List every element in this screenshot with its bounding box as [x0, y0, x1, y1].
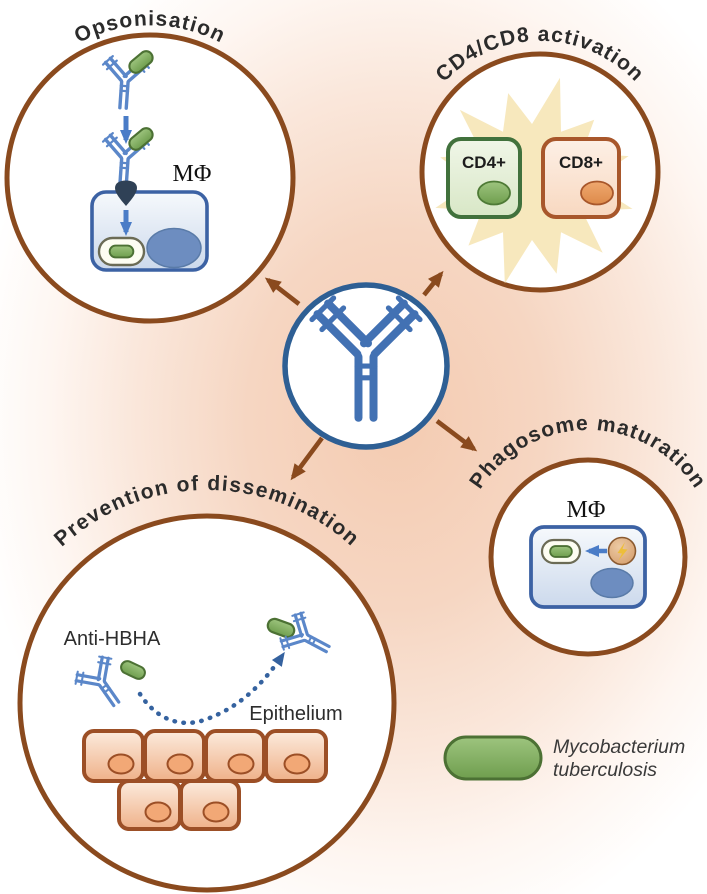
- epithelium-layer: [82, 729, 328, 831]
- cd4-label: CD4+: [462, 153, 506, 172]
- cd-activation-node: CD4+ CD8+ CD4/CD8 activation: [419, 23, 661, 293]
- epithelial-nucleus: [227, 753, 255, 775]
- epithelial-nucleus: [283, 753, 311, 775]
- fc-receptor-icon: [115, 180, 137, 206]
- central-antibody-node: [282, 282, 450, 450]
- epithelial-nucleus: [144, 801, 172, 823]
- opsonisation-node: MΦ Opsonisation: [4, 7, 296, 324]
- nucleus: [146, 227, 202, 269]
- legend-species-label: Mycobacterium tuberculosis: [553, 736, 691, 781]
- arrow-to-opsonisation: [264, 277, 301, 306]
- epithelial-nucleus: [166, 753, 194, 775]
- radiating-arrows: [264, 270, 478, 481]
- legend: Mycobacterium tuberculosis: [443, 735, 691, 781]
- cd4-nucleus: [477, 180, 511, 206]
- legend-mtb-icon: [443, 735, 543, 781]
- cd4-cell: [446, 137, 522, 219]
- anti-hbha-label: Anti-HBHA: [64, 628, 161, 650]
- cd8-label: CD8+: [559, 153, 603, 172]
- cd8-cell: [541, 137, 621, 219]
- blocked-path-arrow: [137, 651, 285, 726]
- arrow-to-dissemination: [290, 436, 324, 481]
- mtb-bacterium-icon: [549, 545, 573, 558]
- arrow-to-cd-activation: [422, 270, 444, 297]
- mtb-bacterium-icon: [108, 244, 135, 259]
- legend-line2: tuberculosis: [553, 759, 657, 781]
- dissemination-node: Anti-HBHA Epithelium Prevention of disse…: [17, 472, 397, 893]
- epithelium-label: Epithelium: [249, 703, 342, 725]
- macrophage-label: MΦ: [567, 497, 606, 523]
- opsonisation-circle: [4, 32, 296, 324]
- epithelial-nucleus: [202, 801, 230, 823]
- central-antibody-icon: [309, 295, 423, 422]
- cd8-nucleus: [580, 180, 614, 206]
- epithelial-nucleus: [107, 753, 135, 775]
- dissemination-circle: [17, 513, 397, 893]
- arrow-to-phagosome: [435, 419, 478, 452]
- activation-starburst: [435, 77, 633, 284]
- legend-line1: Mycobacterium: [553, 736, 685, 758]
- nucleus: [590, 567, 634, 599]
- lightning-icon: [617, 542, 628, 561]
- macrophage-label: MΦ: [173, 161, 212, 187]
